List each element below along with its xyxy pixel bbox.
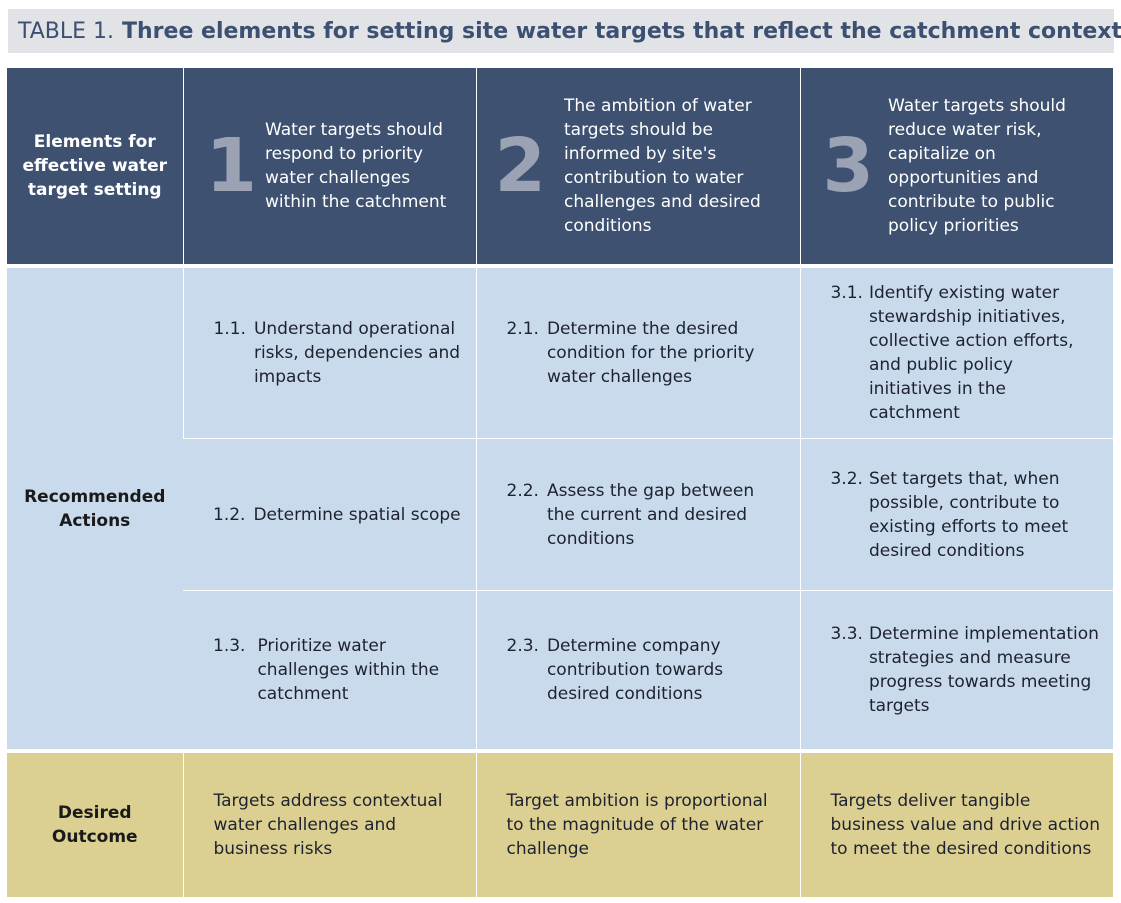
action-number: 2.1.	[506, 319, 539, 340]
action-text: Determine company contribution towards d…	[546, 635, 724, 704]
action-number: 2.3.	[506, 635, 539, 656]
action-text: Determine the desired condition for the …	[546, 319, 755, 388]
action-number: 3.1.	[830, 283, 863, 304]
action-1-3-cell: 1.3. Prioritize water challenges within …	[183, 590, 476, 749]
header-row-label: Elements for effective water target sett…	[7, 68, 183, 265]
action-3-3-cell: 3.3. Determine implementation strategies…	[799, 590, 1113, 749]
action-number: 3.3.	[830, 623, 863, 644]
action-text: Set targets that, when possible, contrib…	[868, 468, 1069, 561]
action-number: 2.2.	[506, 480, 539, 501]
water-targets-table: Elements for effective water target sett…	[7, 68, 1113, 897]
table-caption: TABLE 1. Three elements for setting site…	[8, 9, 1121, 53]
outcome-row: Desired Outcome Targets address contextu…	[7, 752, 1113, 897]
action-2-2-cell: 2.2. Assess the gap between the current …	[475, 438, 800, 591]
action-number: 1.3.	[213, 635, 246, 656]
caption-title: Three elements for setting site water ta…	[122, 18, 1121, 44]
element-1-cell: 1 Water targets should respond to priori…	[182, 68, 476, 265]
element-2-text: The ambition of water targets should be …	[564, 96, 761, 237]
action-text: Assess the gap between the current and d…	[546, 480, 755, 549]
element-3-text: Water targets should reduce water risk, …	[888, 96, 1066, 237]
action-3-2-cell: 3.2. Set targets that, when possible, co…	[799, 438, 1113, 591]
action-number: 3.2.	[830, 468, 863, 489]
outcome-text: Targets deliver tangible business value …	[830, 790, 1100, 859]
outcome-2-cell: Target ambition is proportional to the m…	[475, 752, 800, 897]
actions-row-label: Recommended Actions	[7, 268, 183, 749]
action-text: Determine spatial scope	[253, 504, 461, 525]
action-1-2-cell: 1.2. Determine spatial scope	[183, 438, 476, 591]
actions-row-1: Recommended Actions 1.1. Understand oper…	[7, 268, 1113, 749]
action-number: 1.1.	[213, 319, 246, 340]
outcome-1-cell: Targets address contextual water challen…	[182, 752, 476, 897]
element-2-cell: 2 The ambition of water targets should b…	[475, 68, 800, 265]
element-1-number: 1	[205, 123, 258, 210]
action-2-1-cell: 2.1. Determine the desired condition for…	[475, 268, 800, 440]
action-1-1-cell: 1.1. Understand operational risks, depen…	[182, 268, 476, 440]
element-1-text: Water targets should respond to priority…	[265, 120, 447, 213]
header-row: Elements for effective water target sett…	[7, 68, 1113, 265]
action-text: Determine implementation strategies and …	[868, 623, 1099, 716]
outcome-text: Target ambition is proportional to the m…	[506, 790, 768, 859]
action-text: Understand operational risks, dependenci…	[253, 319, 461, 388]
outcome-row-label: Desired Outcome	[7, 752, 183, 897]
action-3-1-cell: 3.1. Identify existing water stewardship…	[799, 268, 1113, 440]
action-text: Prioritize water challenges within the c…	[257, 635, 440, 704]
action-2-3-cell: 2.3. Determine company contribution towa…	[475, 590, 800, 749]
action-text: Identify existing water stewardship init…	[868, 283, 1074, 424]
actions-row-2: 1.2. Determine spatial scope 2.2. Assess…	[7, 438, 1113, 591]
actions-row-3: 1.3. Prioritize water challenges within …	[7, 590, 1113, 749]
action-number: 1.2.	[213, 504, 246, 525]
caption-label: TABLE 1.	[18, 18, 115, 44]
element-3-number: 3	[822, 123, 875, 210]
outcome-3-cell: Targets deliver tangible business value …	[799, 752, 1113, 897]
outcome-text: Targets address contextual water challen…	[213, 790, 443, 859]
element-3-cell: 3 Water targets should reduce water risk…	[799, 68, 1113, 265]
element-2-number: 2	[494, 123, 547, 210]
